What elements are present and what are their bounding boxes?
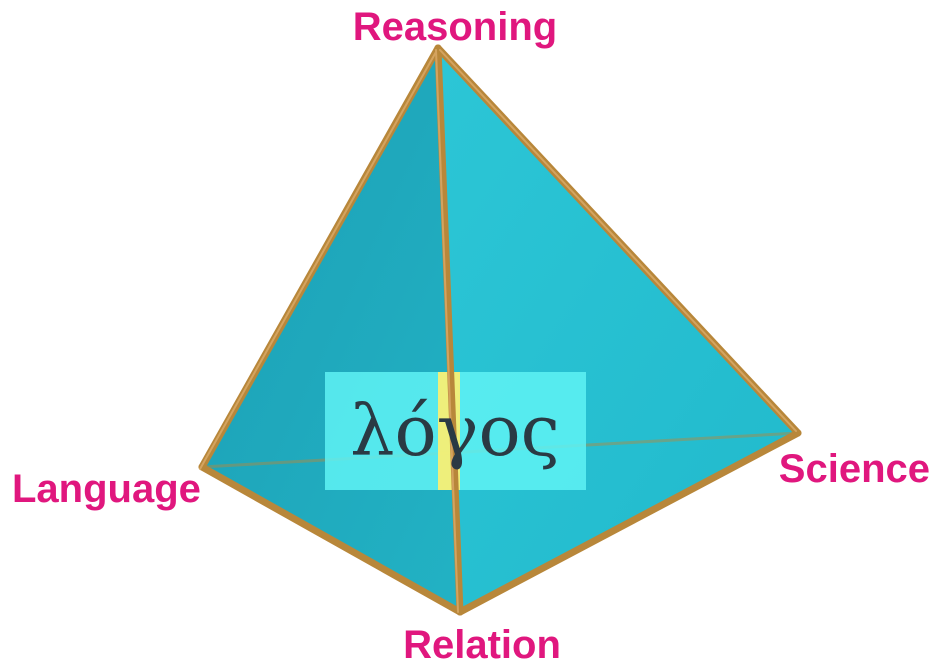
label-language: Language bbox=[12, 467, 201, 511]
face-front-left bbox=[202, 48, 460, 612]
label-science: Science bbox=[779, 447, 930, 491]
label-reasoning: Reasoning bbox=[353, 5, 557, 49]
label-relation: Relation bbox=[403, 623, 561, 667]
edge-right-bottom bbox=[456, 429, 802, 616]
edge-top-bottom bbox=[434, 44, 464, 616]
center-word: λόγος bbox=[350, 390, 560, 472]
edge-left-bottom bbox=[198, 463, 464, 616]
